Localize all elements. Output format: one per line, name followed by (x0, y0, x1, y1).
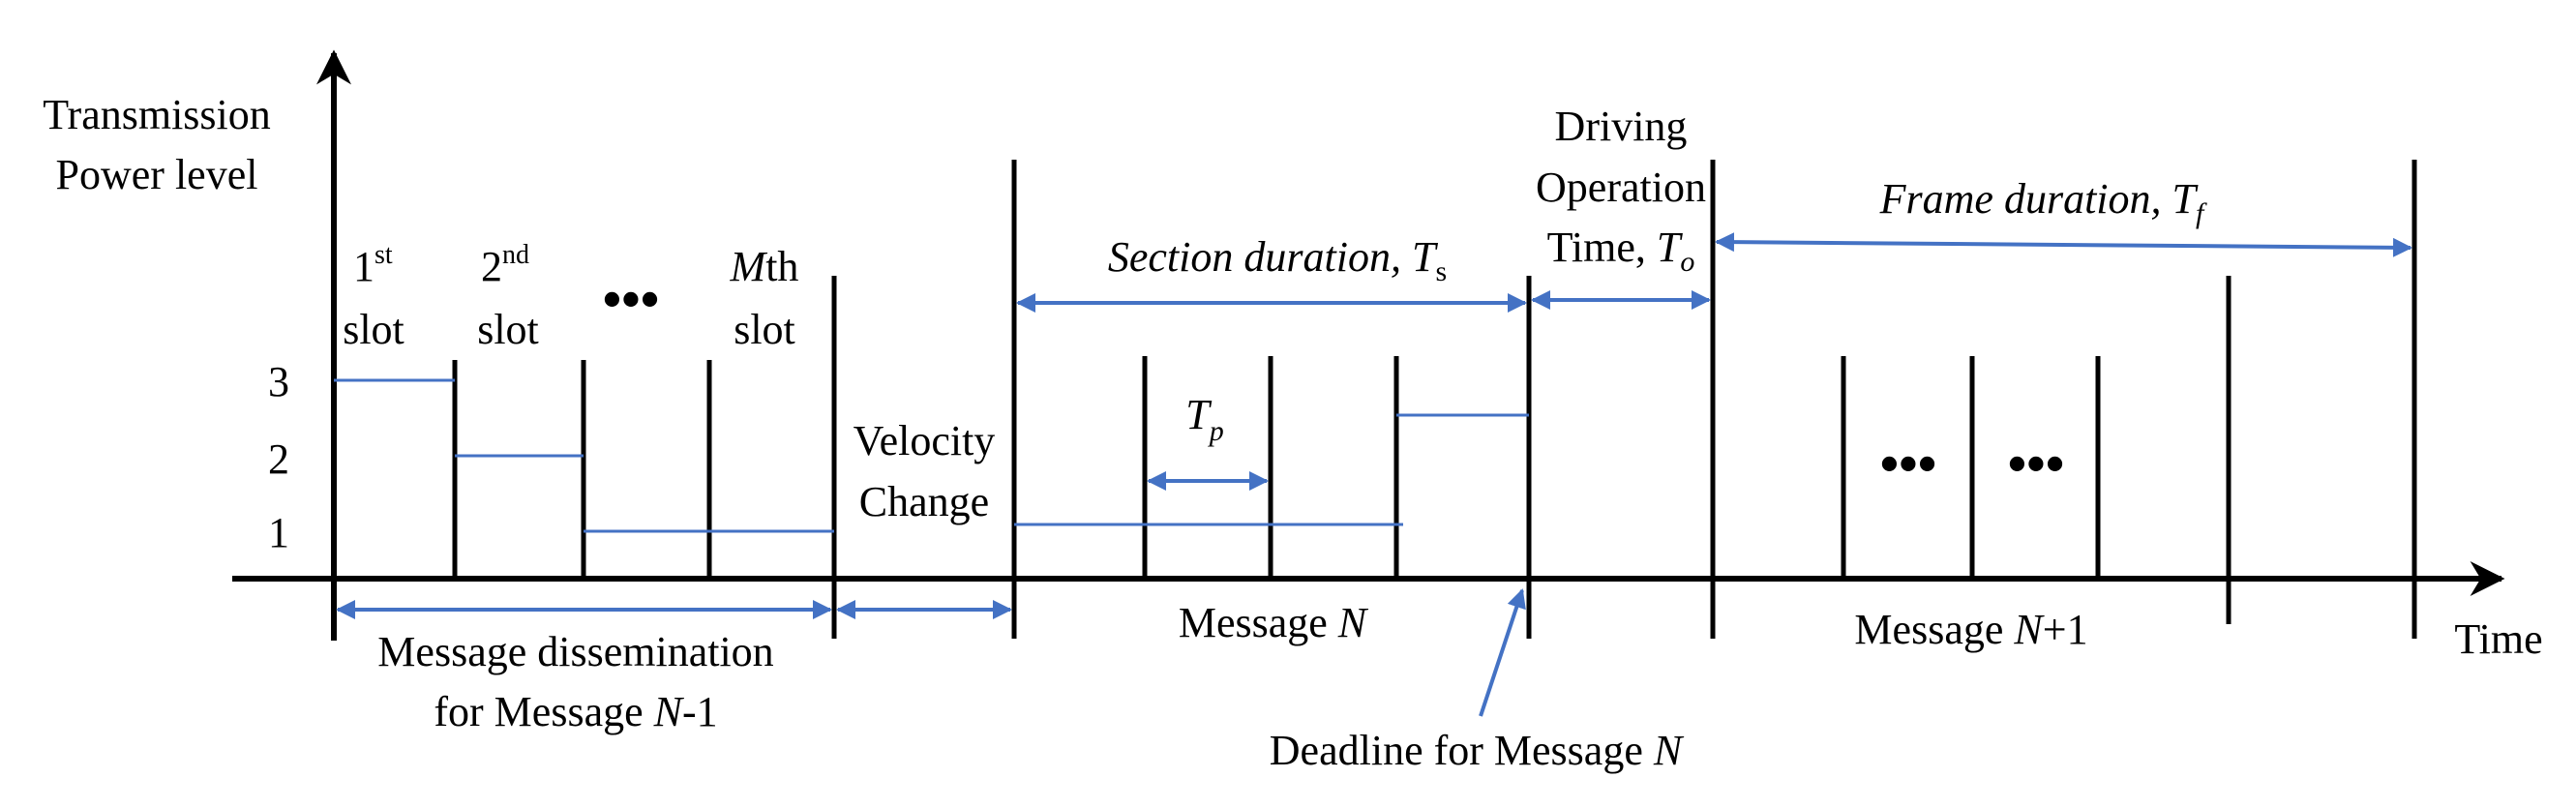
mth-slot-word: slot (734, 306, 795, 353)
second-slot-number: 2nd (481, 240, 529, 290)
message-n-label: Message N (1179, 599, 1369, 646)
x-axis-label: Time (2454, 615, 2542, 663)
y-axis-title-line2: Power level (56, 151, 258, 198)
deadline-label: Deadline for Message N (1270, 727, 1685, 774)
message-n-plus-1-label: Message N+1 (1854, 606, 2087, 653)
first-slot-number: 1st (353, 240, 393, 290)
boundary-lines (452, 160, 2417, 639)
section-duration-label: Section duration, Ts (1108, 233, 1447, 287)
frame-duration-arrow (1715, 232, 2412, 257)
velocity-change-line2: Change (859, 478, 989, 525)
slot-ellipsis: ••• (603, 270, 660, 330)
period-label: Tp (1185, 391, 1223, 447)
frame-duration-label: Frame duration, Tf (1879, 175, 2207, 229)
frame-dots-left: ••• (1880, 434, 1937, 494)
deadline-pointer-arrow (1479, 588, 1526, 717)
level-2-label: 2 (268, 435, 289, 483)
driving-line1: Driving (1555, 103, 1688, 150)
level-1-label: 1 (268, 509, 289, 556)
power-segments (334, 378, 1529, 533)
driving-line2: Operation (1536, 164, 1706, 211)
driving-line3: Time, To (1547, 224, 1695, 278)
velocity-change-line1: Velocity (854, 417, 996, 464)
mth-slot-number: Mth (730, 243, 799, 290)
frame-dots-right: ••• (2008, 434, 2065, 494)
level-3-label: 3 (268, 358, 289, 405)
second-slot-word: slot (477, 306, 539, 353)
dissemination-label-line1: Message dissemination (377, 628, 773, 675)
y-axis-title-line1: Transmission (43, 91, 271, 138)
first-slot-word: slot (343, 306, 404, 353)
dissemination-label-line2: for Message N-1 (434, 688, 717, 735)
